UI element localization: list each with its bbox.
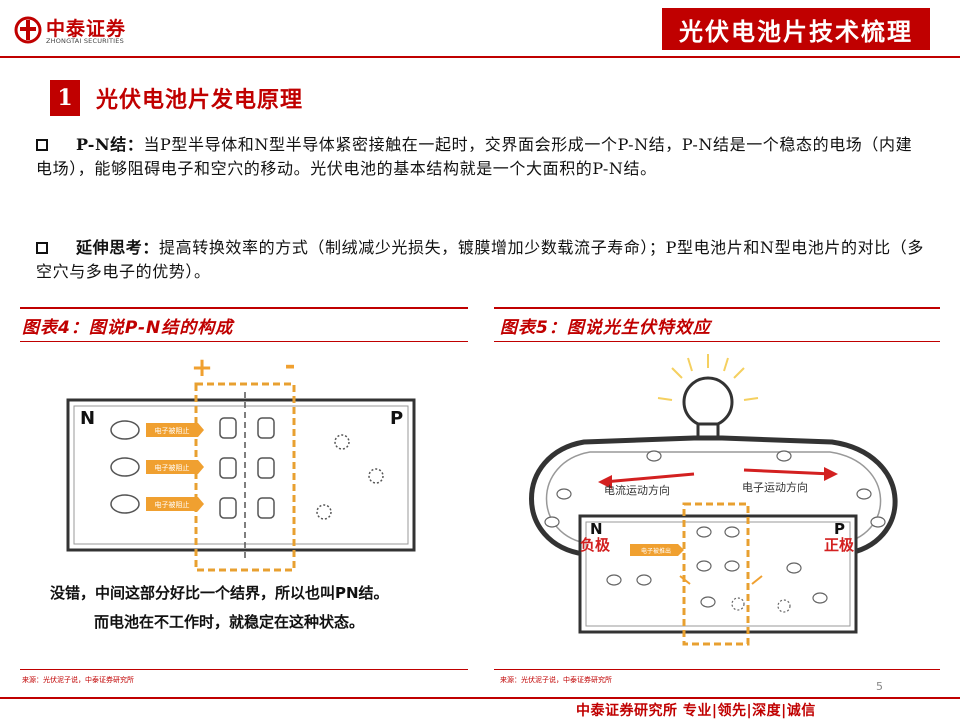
figure5-photovoltaic-effect-illustration: 电流运动方向 电子运动方向 N P 负极 正极 电子被推出 <box>529 354 898 646</box>
figure5-caption: 图表5：图说光生伏特效应 <box>500 318 711 338</box>
figure5-source-rule <box>494 669 940 670</box>
label-p: P <box>834 520 845 538</box>
header-title: 光伏电池片技术梳理 <box>662 8 930 50</box>
bullet-term: P-N结： <box>76 135 144 154</box>
outer-wire <box>529 435 898 557</box>
minus-sign: - <box>285 351 296 381</box>
bullet-term: 延伸思考： <box>76 238 160 257</box>
bullet-square-icon <box>36 139 48 151</box>
bullet-text: 当P型半导体和N型半导体紧密接触在一起时，交界面会形成一个P-N结，P-N结是一… <box>36 135 913 178</box>
figure5-caption-rule <box>494 341 940 342</box>
electron-row-1: 电子被阻止 <box>110 420 204 440</box>
figure4-caption-rule <box>20 341 468 342</box>
light-bulb-icon <box>657 354 759 440</box>
figure4-top-rule <box>20 307 468 309</box>
section-title: 光伏电池片发电原理 <box>96 88 304 113</box>
bullet-further-thinking: 延伸思考：提高转换效率的方式（制绒减少光损失，镀膜增加少数载流子寿命）；P型电池… <box>36 236 926 284</box>
arrow-label: 电子被阻止 <box>155 426 190 435</box>
junction-zone <box>194 382 296 572</box>
figure4-text-line2: 而电池在不工作时，就稳定在这种状态。 <box>94 613 364 631</box>
negative-pole-label: 负极 <box>580 536 611 554</box>
figure4-text-line1: 没错，中间这部分好比一个结界，所以也叫PN结。 <box>50 584 389 602</box>
current-direction-arrow: 电流运动方向 <box>598 472 695 497</box>
figure4-source-rule <box>20 669 468 670</box>
cell-box <box>578 514 858 634</box>
center-arrow-label: 电子被推出 <box>641 547 671 555</box>
logo-chinese-name: 中泰证券 <box>46 18 127 40</box>
logo-english-name: ZHONGTAI SECURITIES <box>46 37 124 45</box>
figure5-source: 来源：光伏泥子说，中泰证券研究所 <box>500 676 612 684</box>
cell-holes <box>731 597 791 613</box>
figure4-caption: 图表4：图说P-N结的构成 <box>22 318 234 338</box>
section-number: 1 <box>50 80 80 116</box>
center-arrow <box>630 544 684 556</box>
positive-pole-label: 正极 <box>824 536 855 554</box>
junction-carriers <box>219 417 275 519</box>
junction-small-arrows <box>679 575 763 585</box>
cell-inner-box <box>73 405 409 545</box>
footer-divider <box>0 697 960 699</box>
current-label: 电流运动方向 <box>604 483 670 497</box>
bullet-text: 提高转换效率的方式（制绒减少光损失，镀膜增加少数载流子寿命）；P型电池片和N型电… <box>36 238 924 281</box>
bullet-pn-junction: P-N结：当P型半导体和N型半导体紧密接触在一起时，交界面会形成一个P-N结，P… <box>36 133 926 181</box>
cell-electrons <box>606 526 828 608</box>
p-region-holes <box>316 434 384 520</box>
arrow-label: 电子被阻止 <box>155 463 190 472</box>
label-p: P <box>390 408 403 429</box>
page-number: 5 <box>876 680 883 693</box>
figure4-source: 来源：光伏泥子说，中泰证券研究所 <box>22 676 134 684</box>
figure4-pn-junction-illustration: + - N P 电子被阻止 电子被阻止 电子被阻止 没错，中间这部分好比一个结界… <box>50 351 416 631</box>
header-divider <box>0 56 960 58</box>
junction-zone <box>682 502 750 646</box>
figure5-top-rule <box>494 307 940 309</box>
bullet-square-icon <box>36 242 48 254</box>
cell-inner-box <box>585 521 851 627</box>
plus-sign: + <box>191 353 213 383</box>
label-n: N <box>80 408 95 429</box>
footer-slogan: 中泰证券研究所 专业|领先|深度|诚信 <box>576 703 816 719</box>
electron-row-3: 电子被阻止 <box>110 494 204 514</box>
cell-box <box>66 398 416 552</box>
label-n: N <box>590 520 603 538</box>
arrow-label: 电子被阻止 <box>155 500 190 509</box>
electron-label: 电子运动方向 <box>742 480 808 494</box>
company-logo: 中泰证券 ZHONGTAI SECURITIES <box>14 14 134 48</box>
logo-mark-icon <box>14 16 42 44</box>
electron-direction-arrow: 电子运动方向 <box>742 467 838 494</box>
loop-electrons <box>544 450 886 528</box>
electron-row-2: 电子被阻止 <box>110 457 204 477</box>
